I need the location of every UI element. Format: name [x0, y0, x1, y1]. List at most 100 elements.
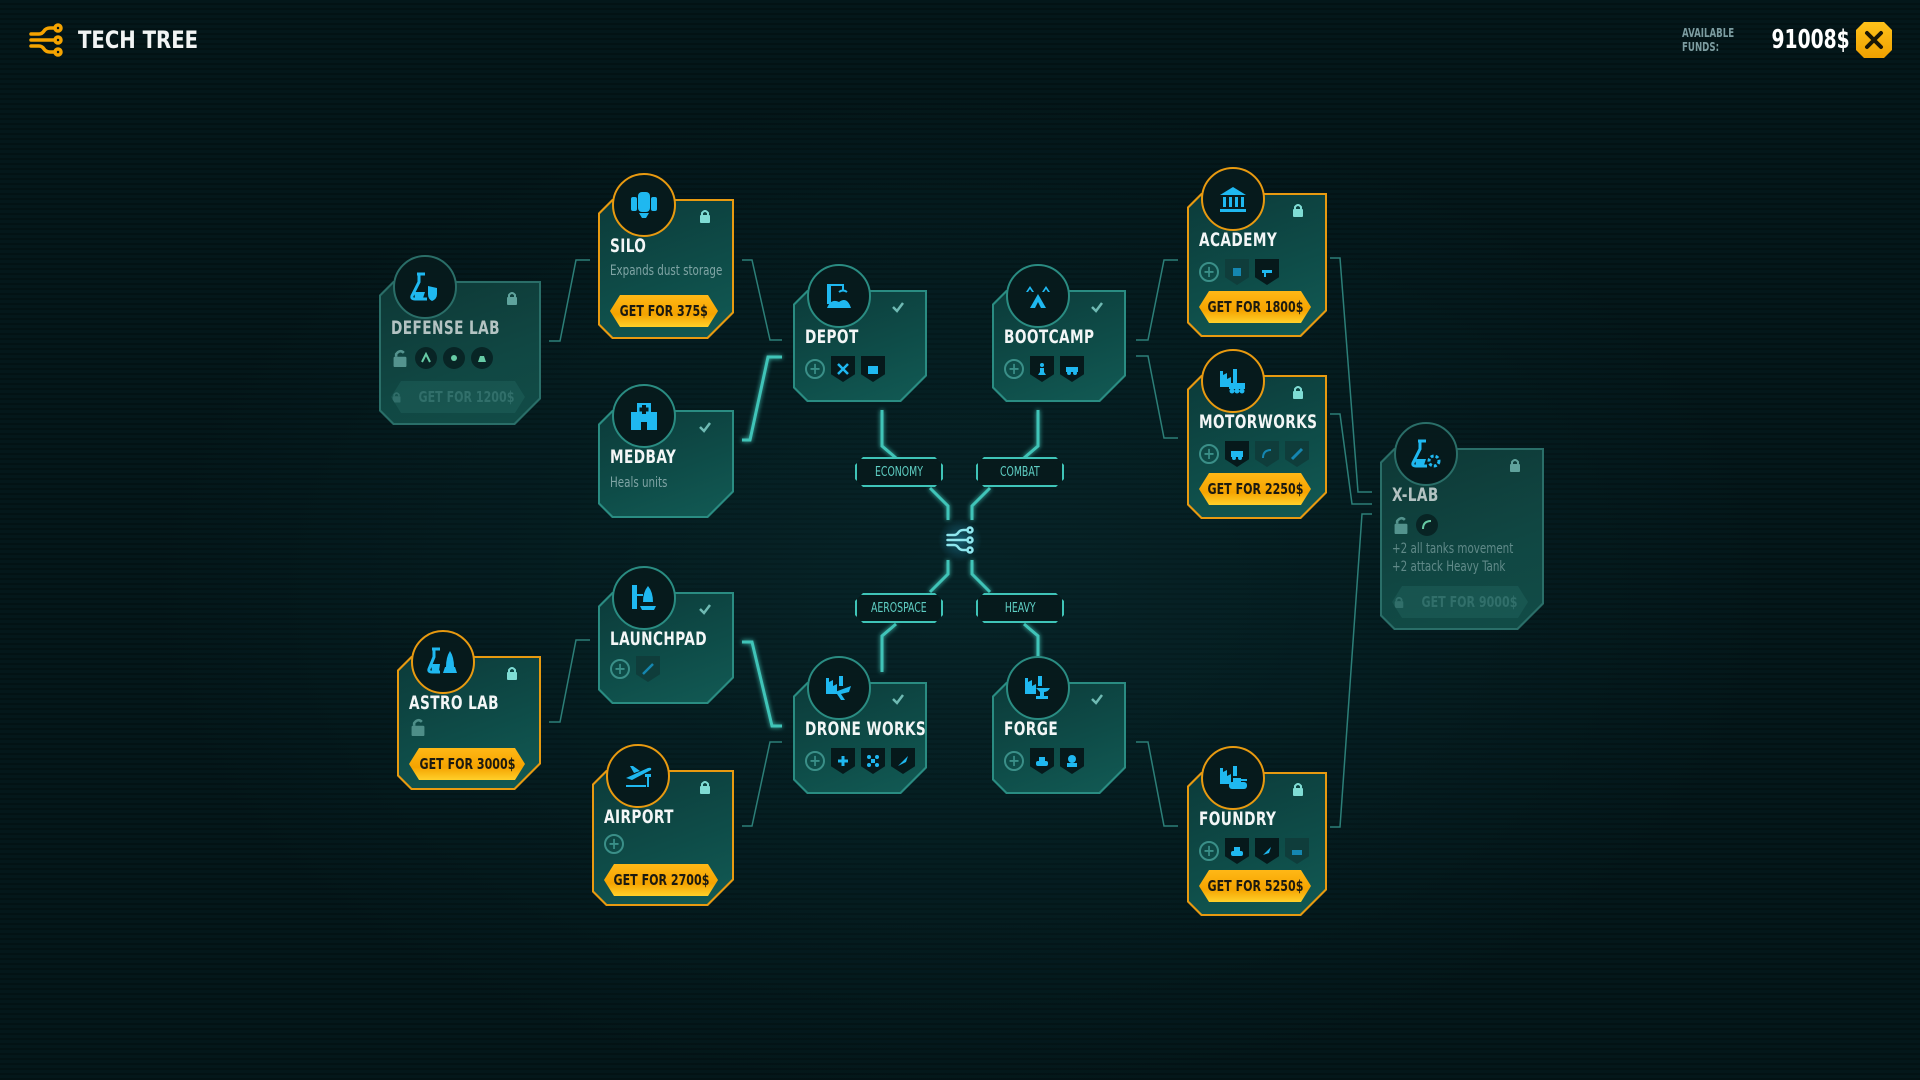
lock-icon	[507, 292, 517, 305]
heavy-armor-icon[interactable]	[1060, 748, 1084, 774]
node-x-lab[interactable]: X-LAB +2 all tanks movement +2 attack He…	[1380, 422, 1544, 630]
perk-list: +	[1004, 748, 1084, 774]
radar-locked-icon[interactable]	[1255, 441, 1279, 467]
perk-list: +	[805, 356, 885, 382]
lock-icon	[700, 210, 710, 223]
node-silo[interactable]: SILO Expands dust storage GET FOR 375$	[598, 173, 734, 339]
node-motorworks[interactable]: MOTORWORKS + GET FOR 2250$	[1187, 349, 1327, 519]
tech-tree-circuit-icon	[29, 23, 63, 57]
rocket-icon[interactable]	[1255, 838, 1279, 864]
jeep-icon[interactable]	[1060, 356, 1084, 382]
close-button[interactable]	[1856, 22, 1892, 58]
perk-list: +	[1199, 259, 1279, 285]
branch-combat[interactable]: COMBAT	[976, 457, 1064, 487]
drone-icon[interactable]	[831, 748, 855, 774]
funds-amount: 91008$	[1771, 25, 1850, 55]
node-forge[interactable]: FORGE +	[992, 656, 1126, 794]
radar-icon[interactable]	[1416, 514, 1438, 536]
node-description-line1: +2 all tanks movement	[1392, 541, 1514, 557]
node-title: MOTORWORKS	[1199, 411, 1318, 433]
unlock-icon	[411, 718, 425, 736]
launch-tower-icon	[612, 566, 676, 630]
armored-truck-icon[interactable]	[1225, 441, 1249, 467]
artillery-locked-icon[interactable]	[1285, 838, 1309, 864]
tank-icon[interactable]	[1225, 838, 1249, 864]
node-title: ASTRO LAB	[409, 692, 499, 714]
lock-icon	[1393, 596, 1405, 608]
lock-icon	[1293, 783, 1303, 796]
node-title: DEFENSE LAB	[391, 317, 500, 339]
lock-icon	[700, 781, 710, 794]
add-perk-button[interactable]: +	[604, 834, 624, 854]
buy-button[interactable]: GET FOR 2250$	[1199, 473, 1311, 505]
buy-button[interactable]: GET FOR 5250$	[1199, 870, 1311, 902]
branch-economy[interactable]: ECONOMY	[855, 457, 943, 487]
add-perk-button[interactable]: +	[1199, 262, 1219, 282]
node-title: FORGE	[1004, 718, 1059, 740]
tank-icon[interactable]	[1030, 748, 1054, 774]
perk-list: +	[604, 834, 624, 854]
node-academy[interactable]: ACADEMY + GET FOR 1800$	[1187, 167, 1327, 337]
add-perk-button[interactable]: +	[805, 751, 825, 771]
factory-anvil-icon	[1006, 656, 1070, 720]
node-launchpad[interactable]: LAUNCHPAD +	[598, 566, 734, 704]
node-description-line2: +2 attack Heavy Tank	[1392, 559, 1506, 575]
crane-icon	[807, 264, 871, 328]
branch-aerospace[interactable]: AEROSPACE	[855, 593, 943, 623]
bell-icon[interactable]	[471, 347, 493, 369]
tents-icon	[1006, 264, 1070, 328]
flask-rocket-icon	[411, 630, 475, 694]
check-icon	[892, 302, 904, 313]
branch-heavy[interactable]: HEAVY	[976, 593, 1064, 623]
spiky-mine-icon[interactable]	[443, 347, 465, 369]
node-medbay[interactable]: MEDBAY Heals units	[598, 384, 734, 518]
add-perk-button[interactable]: +	[1199, 841, 1219, 861]
buy-button[interactable]: GET FOR 9000$	[1392, 586, 1528, 618]
gloves-icon[interactable]	[415, 347, 437, 369]
node-drone-works[interactable]: DRONE WORKS +	[793, 656, 927, 794]
factory-plane-icon	[807, 656, 871, 720]
blaster-icon[interactable]	[1255, 259, 1279, 285]
add-perk-button[interactable]: +	[610, 659, 630, 679]
buy-button[interactable]: GET FOR 3000$	[409, 748, 525, 780]
node-title: X-LAB	[1392, 484, 1439, 506]
node-title: DEPOT	[805, 326, 859, 348]
wrench-shovel-icon[interactable]	[831, 356, 855, 382]
buy-button[interactable]: GET FOR 1200$	[391, 381, 525, 413]
buy-button[interactable]: GET FOR 1800$	[1199, 291, 1311, 323]
node-title: AIRPORT	[604, 806, 674, 828]
missile-launcher-locked-icon[interactable]	[1285, 441, 1309, 467]
node-title: DRONE WORKS	[805, 718, 927, 740]
factory-truck-icon	[1201, 349, 1265, 413]
node-foundry[interactable]: FOUNDRY + GET FOR 5250$	[1187, 746, 1327, 916]
soldier-icon[interactable]	[1030, 356, 1054, 382]
lock-icon	[1293, 204, 1303, 217]
comet-locked-icon[interactable]	[636, 656, 660, 682]
node-defense-lab[interactable]: DEFENSE LAB GET FOR 1200$	[379, 255, 541, 425]
tech-tree-hub	[938, 518, 982, 562]
check-icon	[892, 694, 904, 705]
node-title: SILO	[610, 235, 647, 257]
add-perk-button[interactable]: +	[1004, 751, 1024, 771]
add-perk-button[interactable]: +	[805, 359, 825, 379]
cargo-icon[interactable]	[861, 356, 885, 382]
node-title: LAUNCHPAD	[610, 628, 708, 650]
header-title: TECH TREE	[28, 22, 224, 58]
check-icon	[699, 604, 711, 615]
perk-list: +	[1004, 356, 1084, 382]
quadcopter-icon[interactable]	[861, 748, 885, 774]
flask-gear-icon	[1394, 422, 1458, 486]
node-bootcamp[interactable]: BOOTCAMP +	[992, 264, 1126, 402]
node-airport[interactable]: AIRPORT + GET FOR 2700$	[592, 744, 734, 906]
perk-list	[409, 718, 427, 736]
node-description: Expands dust storage	[610, 263, 723, 279]
robot-locked-icon[interactable]	[1225, 259, 1249, 285]
add-perk-button[interactable]: +	[1004, 359, 1024, 379]
buy-button[interactable]: GET FOR 2700$	[604, 864, 718, 896]
buy-button[interactable]: GET FOR 375$	[610, 295, 718, 327]
add-perk-button[interactable]: +	[1199, 444, 1219, 464]
node-depot[interactable]: DEPOT +	[793, 264, 927, 402]
jet-icon[interactable]	[891, 748, 915, 774]
perk-list	[391, 347, 493, 369]
node-astro-lab[interactable]: ASTRO LAB GET FOR 3000$	[397, 630, 541, 790]
